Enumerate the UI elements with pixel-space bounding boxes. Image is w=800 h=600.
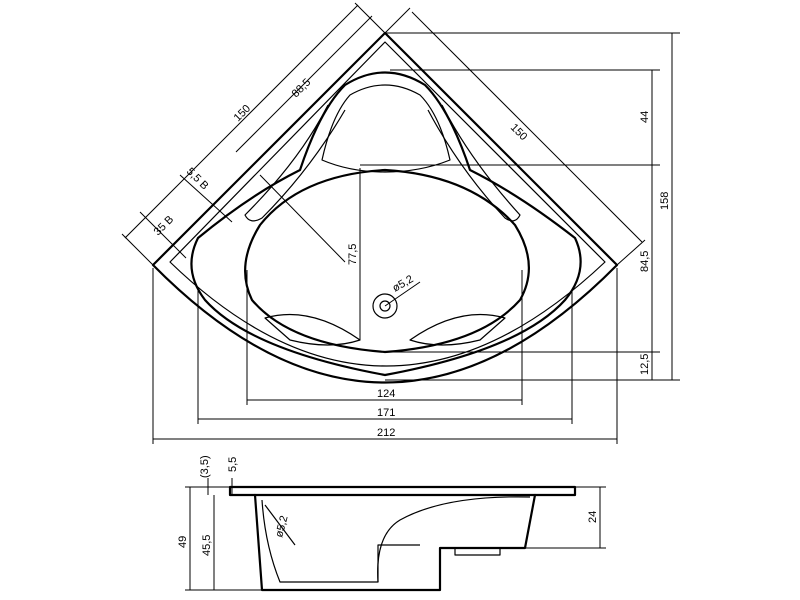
label-inner-height: 77,5 (347, 244, 359, 265)
headrest-right (409, 313, 506, 346)
label-drain: ø5,2 (391, 273, 416, 294)
drain-leader (384, 281, 421, 307)
label-seat-depth: 88,5 (290, 76, 314, 100)
label-width-total: 212 (377, 427, 395, 439)
side-drain-outlet (454, 547, 501, 556)
label-height-top: 44 (639, 111, 651, 123)
armrest-right (427, 104, 521, 222)
side-drain-slope (264, 504, 296, 546)
dim-line-rim-top (179, 174, 233, 223)
armrest-left (244, 104, 346, 222)
label-rim-depth-bottom: 35 B (152, 214, 176, 238)
tub-outer-outline (151, 31, 619, 384)
drain-outer (372, 293, 398, 319)
label-side-height-total: 49 (177, 536, 189, 548)
label-rim-depth-top: 5,5 B (184, 166, 211, 193)
label-side-height-inner: 45,5 (201, 535, 213, 556)
label-side-rim-small: (3,5) (199, 455, 211, 478)
dim-line-rim-bottom (139, 211, 187, 259)
label-height-bottom: 12,5 (639, 354, 651, 375)
plan-view: 150 88,5 150 5,5 B 35 B 44 84,5 12,5 158… (121, 2, 680, 444)
inner-basin (244, 168, 530, 354)
dim-line-seat (235, 15, 373, 153)
label-height-mid: 84,5 (639, 251, 651, 272)
basin-outline (190, 71, 582, 377)
side-inner-contour (261, 496, 531, 583)
ext-line (384, 7, 411, 34)
ext-line (121, 233, 154, 266)
side-view: (3,5) 5,5 49 45,5 ø5,2 24 (177, 455, 606, 592)
label-edge-left: 150 (232, 103, 253, 124)
ext-line (616, 239, 646, 266)
dim-line-edge-right (411, 11, 643, 243)
label-width-inner: 124 (377, 388, 395, 400)
label-width-mid: 171 (377, 407, 395, 419)
tub-rim-line (169, 41, 606, 367)
seat-leader (259, 174, 346, 263)
dim-line-edge-left (124, 4, 359, 239)
back-seat (321, 84, 451, 173)
label-side-drain: ø5,2 (273, 514, 290, 538)
label-height-total: 158 (659, 192, 671, 210)
label-edge-right: 150 (508, 122, 529, 143)
side-step (377, 544, 420, 582)
label-side-skirt: 24 (587, 511, 599, 523)
side-body (253, 493, 537, 592)
label-side-rim-top: 5,5 (227, 457, 239, 472)
side-rim (228, 485, 577, 497)
drain-inner (379, 300, 391, 312)
